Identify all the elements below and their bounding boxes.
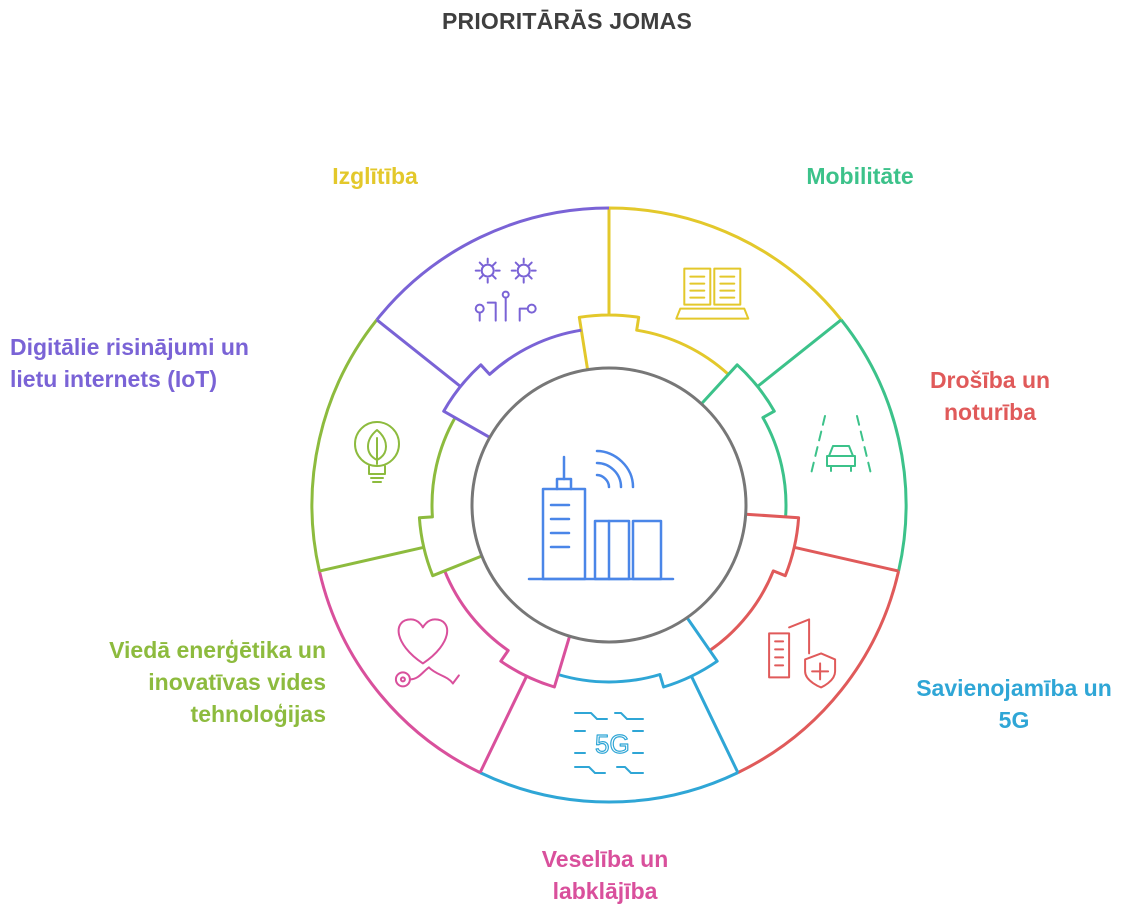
label-education: Izglītība: [332, 163, 418, 189]
5g-network-icon: 5G: [574, 712, 644, 774]
segment-connectivity: [479, 616, 740, 804]
label-energy: Viedā enerģētika un inovatīvas vides teh…: [109, 637, 326, 727]
heart-stethoscope-icon: [394, 618, 460, 688]
car-road-icon: [810, 415, 872, 475]
label-health: Veselība un labklājība: [541, 846, 669, 904]
label-mobility: Mobilitāte: [806, 163, 914, 189]
building-shield-icon: [768, 618, 837, 689]
segment-energy: [310, 318, 483, 578]
leaf-bulb-icon: [354, 421, 400, 483]
segment-iot: [375, 206, 610, 439]
label-connectivity: Savienojamība un 5G: [916, 675, 1112, 733]
smart-city-building-icon: [527, 449, 675, 581]
open-book-icon: [675, 267, 750, 320]
label-iot: Digitālie risinājumi un lietu internets …: [10, 334, 249, 392]
label-security: Drošība un noturība: [929, 367, 1051, 425]
diagram-title: PRIORITĀRĀS JOMAS: [441, 8, 693, 34]
gears-circuit-icon: [474, 257, 537, 322]
center-circle: [470, 366, 748, 644]
svg-text:5G: 5G: [595, 729, 630, 759]
